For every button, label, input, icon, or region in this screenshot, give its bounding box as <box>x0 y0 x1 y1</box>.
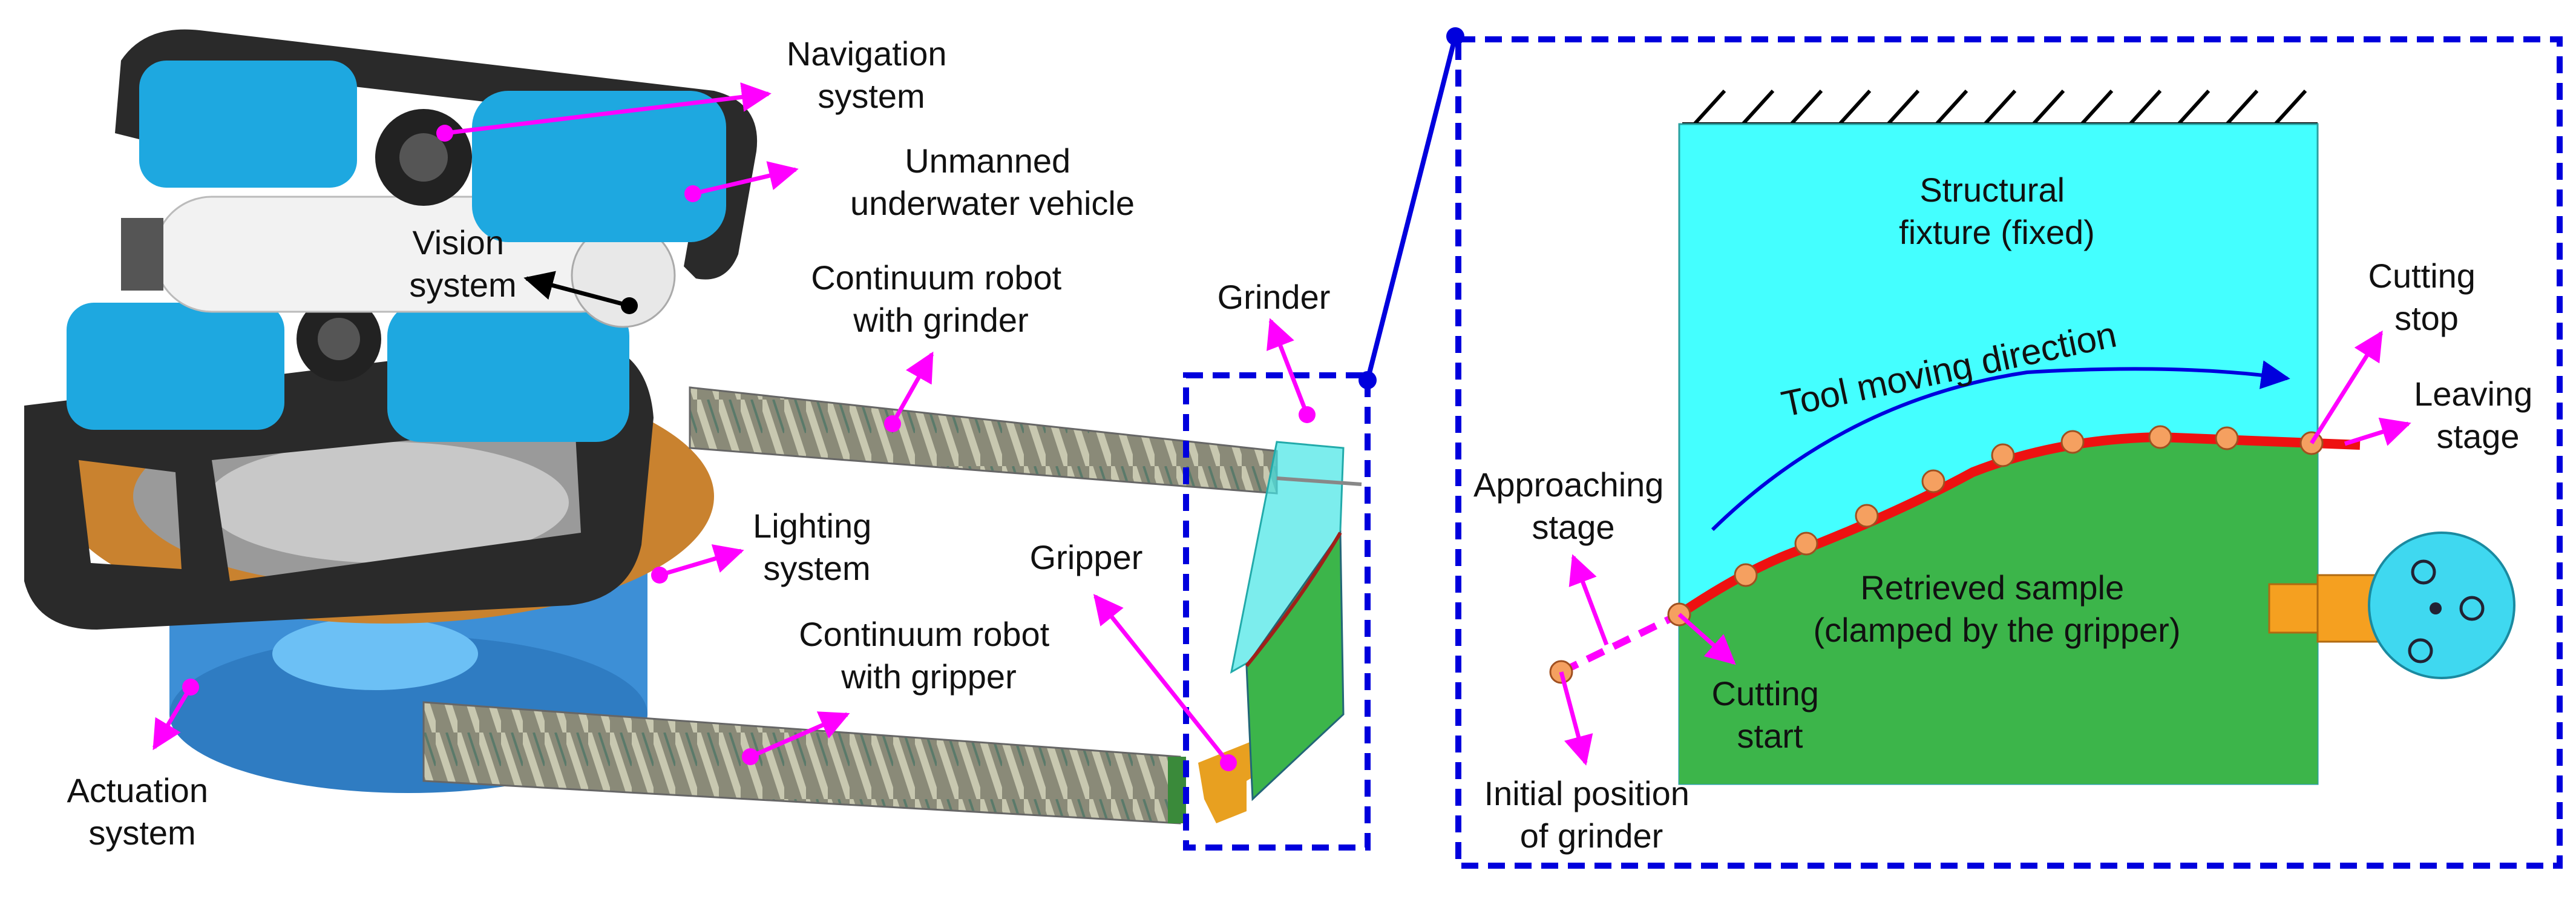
label-vision-system: Vision system <box>409 223 516 304</box>
vision-dot <box>621 297 638 314</box>
right-annotation-arrows <box>1559 330 2411 766</box>
vision-arrow <box>523 271 630 308</box>
label-retrieved-sample: Retrieved sample (clamped by the gripper… <box>1814 568 2181 649</box>
label-actuation-system: Actuation system <box>67 771 217 852</box>
lower-thruster-pods <box>67 297 629 442</box>
path-waypoints <box>1549 425 2324 684</box>
label-lighting-system: Lighting system <box>753 507 881 587</box>
grinder-shaft <box>1276 476 1362 486</box>
upper-thruster-pods <box>139 61 726 242</box>
cut-line <box>1245 532 1342 667</box>
retrieved-sample <box>1679 437 2318 784</box>
label-continuum-robot-gripper: Continuum robot with gripper <box>799 615 1059 696</box>
label-grinder: Grinder <box>1218 278 1331 316</box>
label-continuum-robot-grinder: Continuum robot with grinder <box>811 258 1071 339</box>
label-structural-fixture: Structural fixture (fixed) <box>1899 171 2095 251</box>
label-cutting-start: Cutting start <box>1712 674 1829 755</box>
zoom-connector <box>1358 27 1464 389</box>
label-unmanned-underwater-vehicle: Unmanned underwater vehicle <box>850 142 1135 222</box>
continuum-robot-gripper-tube <box>422 701 1181 825</box>
sample-plate <box>1245 530 1345 802</box>
approaching-path <box>1559 611 1681 676</box>
label-cutting-stop: Cutting stop <box>2368 257 2485 337</box>
label-approaching-stage: Approaching stage <box>1473 466 1673 546</box>
label-leaving-stage: Leaving stage <box>2414 375 2542 455</box>
zoom-detail-frame <box>1455 36 2563 869</box>
label-navigation-system: Navigation system <box>787 35 956 115</box>
tool-direction-arrow <box>1711 360 2290 532</box>
annotation-dots <box>182 125 1316 771</box>
label-gripper: Gripper <box>1030 538 1143 576</box>
zoom-region-box <box>1183 372 1371 851</box>
annotation-arrows <box>152 82 1309 765</box>
label-initial-position: Initial position of grinder <box>1484 774 1699 855</box>
gripper-schematic <box>2268 532 2515 679</box>
robot-illustration <box>24 29 1362 825</box>
fixed-support-hatching <box>1682 89 2318 126</box>
